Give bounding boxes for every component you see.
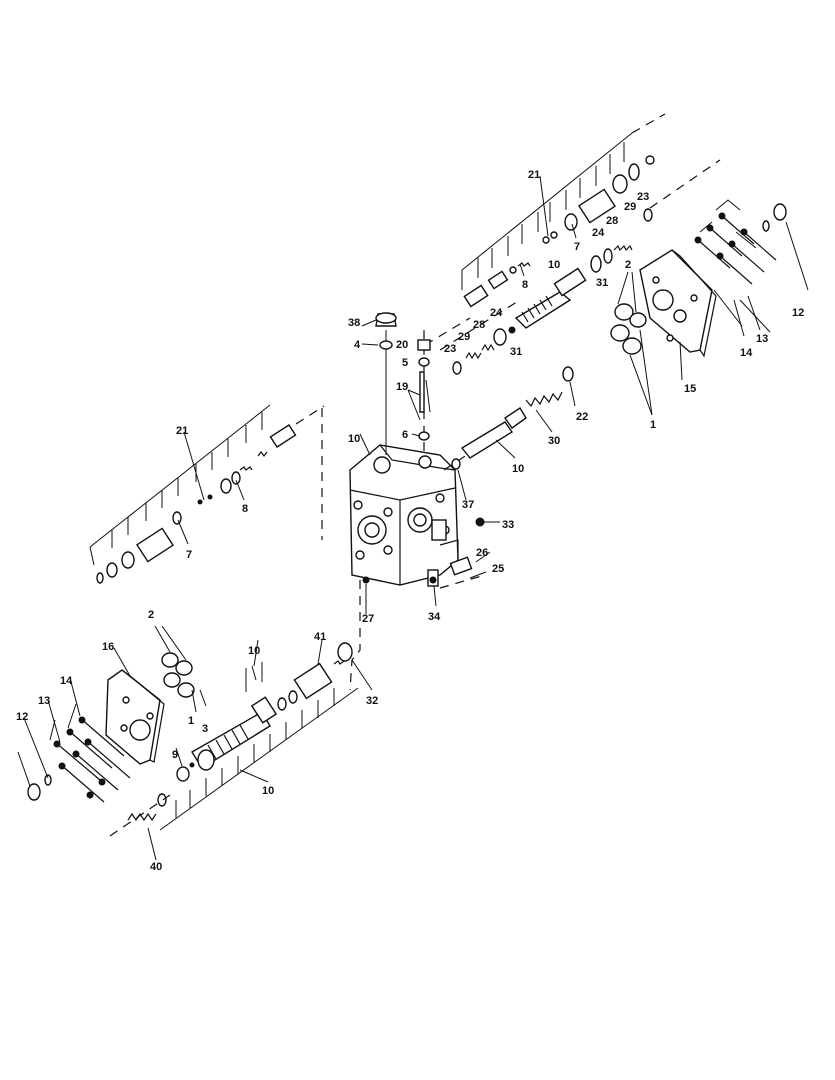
- callout-29-upper-right: 29: [624, 201, 636, 213]
- callout-labels: 21 8 7 23 29 28 24 31 10 2 1 15 14 13 12…: [16, 169, 804, 873]
- callout-40: 40: [150, 861, 162, 873]
- callout-8-upper: 8: [522, 279, 528, 291]
- callout-30: 30: [548, 435, 560, 447]
- callout-19: 19: [396, 381, 408, 393]
- callout-14-right: 14: [740, 347, 753, 359]
- callout-13-left: 13: [38, 695, 50, 707]
- callout-10-right: 10: [512, 463, 524, 475]
- callout-28-upper-right: 28: [606, 215, 618, 227]
- callout-33: 33: [502, 519, 514, 531]
- callout-41: 41: [314, 631, 326, 643]
- callout-10-upper: 10: [548, 259, 560, 271]
- valve-body: [349, 444, 459, 586]
- callout-14-left: 14: [60, 675, 73, 687]
- callout-20: 20: [396, 339, 408, 351]
- left-spool-assembly: [89, 404, 325, 584]
- callout-2-right: 2: [625, 259, 631, 271]
- callout-38: 38: [348, 317, 360, 329]
- callout-7-left: 7: [186, 549, 192, 561]
- connector-parts: [427, 556, 487, 589]
- lower-spool-assembly: [109, 576, 370, 837]
- callout-10-body: 10: [348, 433, 360, 445]
- callout-10-lower: 10: [262, 785, 274, 797]
- callout-4: 4: [354, 339, 361, 351]
- callout-31-left: 31: [510, 346, 522, 358]
- callout-27: 27: [362, 613, 374, 625]
- callout-29-left: 29: [458, 331, 470, 343]
- callout-23-left: 23: [444, 343, 456, 355]
- callout-28-left: 28: [473, 319, 485, 331]
- callout-23-upper-right: 23: [637, 191, 649, 203]
- upper-spool-assembly: [424, 113, 721, 375]
- callout-10-lower-top: 10: [248, 645, 260, 657]
- callout-8-left: 8: [242, 503, 248, 515]
- callout-1-left: 1: [188, 715, 194, 727]
- callout-12-left: 12: [16, 711, 28, 723]
- callout-3: 3: [202, 723, 208, 735]
- callout-32: 32: [366, 695, 378, 707]
- right-spool: [443, 366, 574, 527]
- callout-31-upper-right: 31: [596, 277, 608, 289]
- top-plug-stack: [375, 312, 431, 455]
- callout-6: 6: [402, 429, 408, 441]
- callout-21-left: 21: [176, 425, 188, 437]
- callout-24-left: 24: [490, 307, 503, 319]
- callout-37: 37: [462, 499, 474, 511]
- callout-26: 26: [476, 547, 488, 559]
- callout-21-upper: 21: [528, 169, 540, 181]
- callout-9: 9: [172, 749, 178, 761]
- callout-24-upper-right: 24: [592, 227, 605, 239]
- callout-1-right: 1: [650, 419, 656, 431]
- leader-lines: [23, 175, 761, 861]
- callout-7-upper: 7: [574, 241, 580, 253]
- callout-15: 15: [684, 383, 696, 395]
- callout-13-right: 13: [756, 333, 768, 345]
- callout-22: 22: [576, 411, 588, 423]
- callout-16: 16: [102, 641, 114, 653]
- callout-25: 25: [492, 563, 504, 575]
- callout-2-left: 2: [148, 609, 154, 621]
- callout-5: 5: [402, 357, 408, 369]
- callout-34: 34: [428, 611, 441, 623]
- callout-12-right: 12: [792, 307, 804, 319]
- right-end-cover: [610, 199, 809, 416]
